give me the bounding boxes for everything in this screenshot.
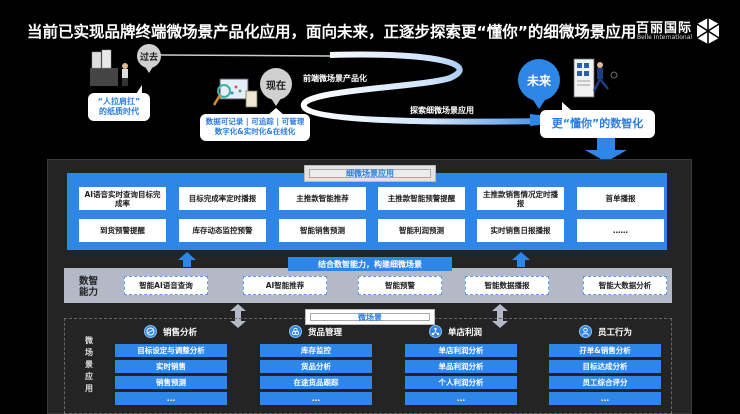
- bubble-now-line2: 数字化&实时化&在线化: [214, 127, 296, 136]
- scenario-item[interactable]: 目标达成分析: [549, 360, 661, 373]
- logo-text-cn: 百丽国际: [636, 21, 693, 36]
- scenario-item[interactable]: ...: [405, 392, 517, 405]
- column-header-goods: 货品管理: [289, 325, 342, 338]
- bubble-future: 更“懂你”的数智化: [540, 102, 655, 138]
- pin-now: 现在: [260, 68, 292, 106]
- capabilities-label-line2: 能力: [79, 287, 99, 298]
- bubble-now-line1: 数据可记录 | 可追踪 | 可管理: [205, 117, 305, 126]
- bubble-now: 数据可记录 | 可追踪 | 可管理 数字化&实时化&在线化: [200, 108, 310, 141]
- side-label-char: 场: [85, 348, 93, 357]
- app-card[interactable]: 主推款智能推荐: [279, 187, 366, 210]
- double-arrow-icon: [230, 304, 246, 328]
- section-tab-micro-scenario-label: 微场景: [310, 313, 430, 322]
- app-card[interactable]: 库存动态监控预警: [179, 219, 266, 242]
- bubble-past: “人拉肩扛” 的纸质时代: [88, 85, 150, 121]
- section-tab-micro-scenario: 微场景: [305, 309, 435, 325]
- column-title: 货品管理: [308, 327, 343, 338]
- logo-text-en: Belle International: [637, 34, 693, 41]
- bubble-past-line1: “人拉肩扛”: [97, 97, 141, 106]
- scenario-item[interactable]: 销售预测: [115, 376, 227, 389]
- app-card[interactable]: ……: [577, 219, 664, 242]
- page-title: 当前已实现品牌终端微场景产品化应用，面向未来，正逐步探索更“懂你”的细微场景应用: [27, 23, 637, 41]
- app-card[interactable]: 目标完成率定时播报: [179, 187, 266, 210]
- app-card[interactable]: 首单播报: [577, 187, 664, 210]
- scenario-item[interactable]: ...: [549, 392, 661, 405]
- fine-scenario-apps-box: [67, 173, 667, 250]
- road-label-explore: 探索细微场景应用: [410, 106, 474, 115]
- double-arrow-icon: [492, 304, 508, 328]
- capability-item[interactable]: AI智能推荐: [243, 276, 327, 295]
- app-card[interactable]: 主推款销售情况定时播报: [477, 187, 564, 210]
- person-icon: [579, 325, 592, 338]
- app-card[interactable]: 实时销售日报播报: [477, 219, 564, 242]
- column-header-sales: 销售分析: [144, 325, 197, 338]
- road-past-line: [159, 54, 331, 57]
- scenario-item[interactable]: 单品利润分析: [405, 360, 517, 373]
- data-analysis-illustration: [212, 75, 260, 111]
- scenario-item[interactable]: ...: [260, 392, 372, 405]
- scenario-item[interactable]: 目标设定与调整分析: [115, 344, 227, 357]
- bubble-past-line2: 的纸质时代: [99, 107, 139, 116]
- brand-logo: 百丽国际 Belle International: [633, 17, 733, 45]
- side-label-char: 应: [85, 372, 93, 381]
- scenario-item[interactable]: 货品分析: [260, 360, 372, 373]
- running-man-illustration: [572, 57, 622, 99]
- capability-item[interactable]: 智能数据播报: [465, 276, 549, 295]
- section-tab-fine-scenario-label: 细微场景应用: [309, 169, 431, 178]
- logo-hexagon-icon: [696, 18, 720, 44]
- scenario-item[interactable]: 个人利润分析: [405, 376, 517, 389]
- pin-future: 未来: [518, 59, 560, 109]
- section-tab-fine-scenario: 细微场景应用: [304, 165, 436, 182]
- network-icon: [429, 325, 442, 338]
- capability-item[interactable]: 智能大数据分析: [583, 276, 667, 295]
- up-arrow-icon: [512, 252, 530, 267]
- paperwork-illustration: [88, 48, 133, 88]
- side-label-char: 微: [85, 336, 93, 345]
- scenario-item[interactable]: 单店利润分析: [405, 344, 517, 357]
- column-header-staff-behavior: 员工行为: [579, 325, 632, 338]
- up-arrow-icon: [178, 252, 196, 267]
- app-card[interactable]: 智能销售预测: [279, 219, 366, 242]
- road-label-productization: 前端微场景产品化: [303, 74, 367, 83]
- scenario-item[interactable]: 孖单&销售分析: [549, 344, 661, 357]
- side-label-char: 用: [85, 384, 93, 393]
- pin-past: 过去: [137, 44, 161, 73]
- capabilities-label: 数智 能力: [79, 276, 101, 298]
- column-header-store-profit: 单店利润: [429, 325, 482, 338]
- scenario-item[interactable]: 员工综合评分: [549, 376, 661, 389]
- scenario-item[interactable]: 实时销售: [115, 360, 227, 373]
- capability-item[interactable]: 智能AI语音查询: [124, 276, 208, 295]
- capabilities-banner: 结合数智能力，构建细微场景: [288, 257, 452, 271]
- goods-icon: [289, 325, 302, 338]
- column-title: 单店利润: [448, 327, 483, 338]
- road-curve: [300, 51, 561, 125]
- scenario-item[interactable]: ...: [115, 392, 227, 405]
- app-card[interactable]: 智能利润预测: [378, 219, 465, 242]
- side-label-char: 景: [85, 360, 93, 369]
- app-card[interactable]: AI语音实时查询目标完成率: [79, 187, 166, 210]
- scenario-item[interactable]: 库存监控: [260, 344, 372, 357]
- capability-item[interactable]: 智能预警: [358, 276, 442, 295]
- scenario-item[interactable]: 在途货品跟踪: [260, 376, 372, 389]
- app-card[interactable]: 到货预警提醒: [79, 219, 166, 242]
- down-arrow-icon: [585, 138, 627, 162]
- chart-icon: [144, 325, 157, 338]
- micro-scenario-side-label: 微 场 景 应 用: [84, 335, 94, 395]
- column-title: 销售分析: [163, 327, 198, 338]
- capabilities-label-line1: 数智: [79, 276, 99, 287]
- app-card[interactable]: 主推款智能预警提醒: [378, 187, 465, 210]
- column-title: 员工行为: [598, 327, 633, 338]
